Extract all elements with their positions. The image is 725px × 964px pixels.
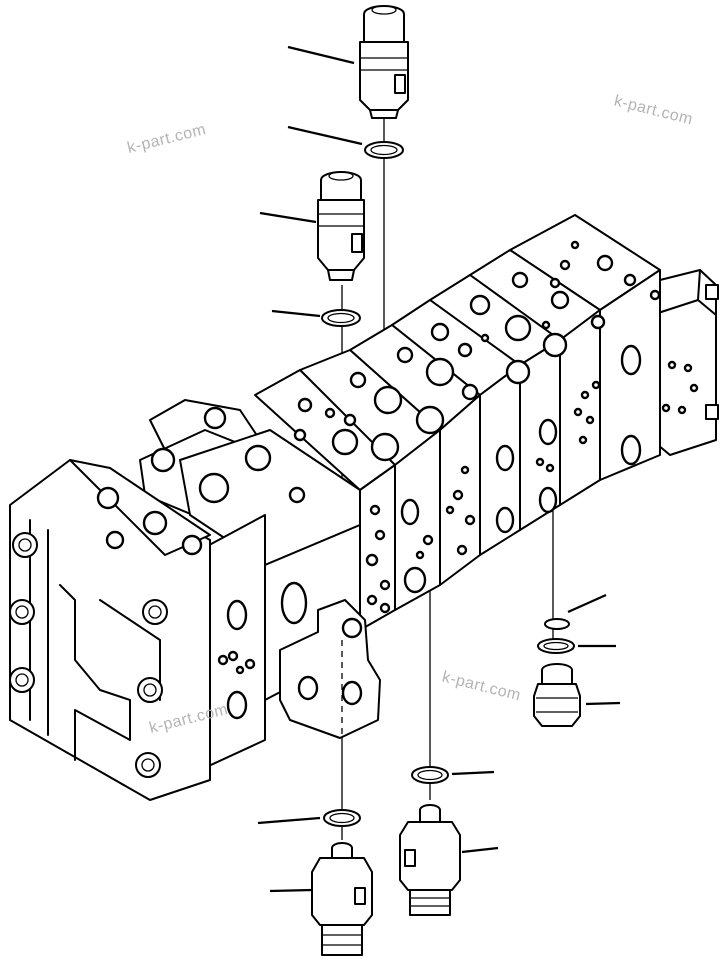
o-ring-lower-left (323, 809, 361, 827)
relief-valve-upper (317, 171, 365, 281)
control-valve-block (9, 214, 719, 801)
o-ring-lower-middle (411, 766, 449, 784)
relief-valve-top (359, 5, 409, 119)
relief-valve-lower-middle (399, 804, 461, 916)
relief-valve-lower-left (311, 842, 373, 956)
leader-lines (257, 45, 621, 893)
bolt-heads (9, 532, 168, 778)
o-ring-top (364, 141, 404, 159)
o-ring-right-small (544, 618, 570, 630)
o-ring-right-large (537, 638, 575, 654)
plug-right (533, 663, 581, 727)
o-ring-upper (321, 309, 361, 327)
